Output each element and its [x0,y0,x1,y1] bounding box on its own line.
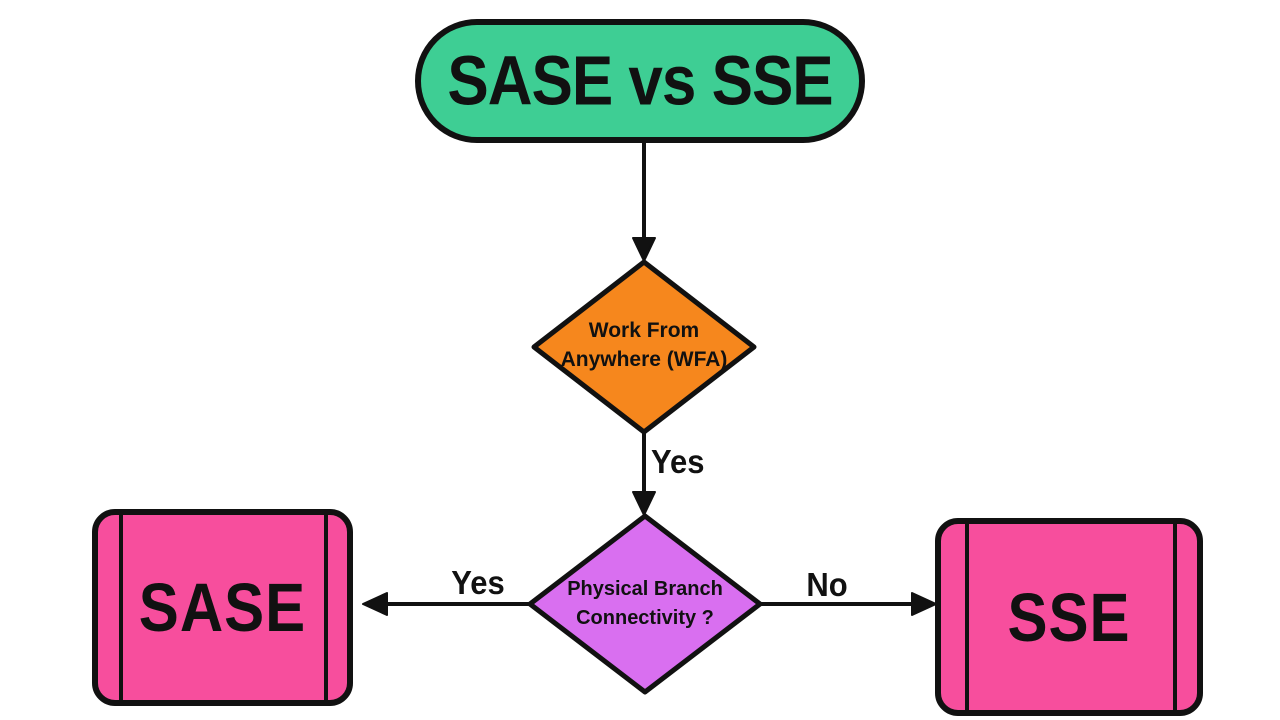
arrowhead-down-icon [632,491,656,516]
title-node [415,19,865,143]
decision-branch-label: Physical Branch Connectivity ? [523,575,767,633]
arrowhead-right-icon [911,592,937,616]
decision-branch-node [527,513,763,695]
result-sse-node [935,518,1203,716]
arrowhead-left-icon [362,592,388,616]
result-sase-label: SASE [138,568,307,647]
decision-branch-label-line2: Connectivity ? [576,607,714,629]
arrowhead-down-icon [632,237,656,262]
decision-wfa-label-line2: Anywhere (WFA) [560,348,728,371]
decision-branch-label-line1: Physical Branch [567,578,723,600]
decision-wfa-label: Work From Anywhere (WFA) [534,316,754,374]
decision-wfa-node [531,259,757,435]
edge-label-branch-no: No [806,565,848,604]
decision-wfa-label-line1: Work From [588,319,700,342]
edge-label-branch-yes: Yes [451,563,505,602]
result-sase-node [92,509,353,706]
title-node-label: SASE vs SSE [447,42,833,120]
edge-label-wfa-yes: Yes [651,442,705,481]
result-sse-label: SSE [1007,578,1131,656]
